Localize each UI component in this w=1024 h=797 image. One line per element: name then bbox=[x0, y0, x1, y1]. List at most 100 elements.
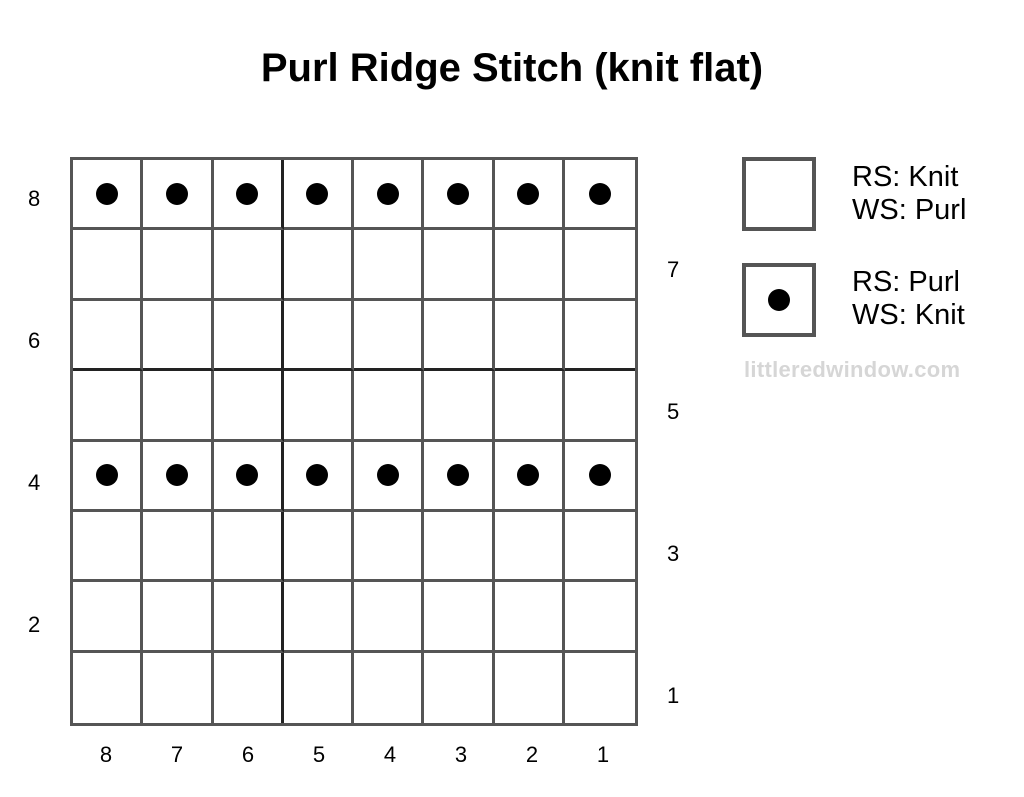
row-label-5: 5 bbox=[667, 399, 680, 424]
stitch-cell bbox=[424, 160, 495, 231]
row-label-7: 7 bbox=[667, 257, 680, 282]
stitch-cell bbox=[283, 371, 354, 442]
stitch-cell bbox=[494, 371, 565, 442]
stitch-cell bbox=[564, 230, 635, 301]
stitch-cell bbox=[494, 441, 565, 512]
stitch-cell bbox=[354, 511, 425, 583]
purl-dot-icon bbox=[446, 182, 469, 205]
stitch-cell bbox=[213, 441, 284, 512]
stitch-cell bbox=[143, 371, 214, 442]
chart-title: Purl Ridge Stitch (knit flat) bbox=[260, 46, 764, 90]
stitch-chart-grid bbox=[70, 157, 638, 726]
stitch-cell bbox=[213, 230, 284, 301]
legend-purl-ws: WS: Knit bbox=[852, 299, 965, 331]
column-label-5: 5 bbox=[312, 742, 326, 767]
stitch-cell bbox=[284, 652, 354, 723]
purl-dot-icon bbox=[95, 464, 118, 487]
legend-knit-text: RS: Knit WS: Purl bbox=[852, 161, 966, 227]
stitch-cell bbox=[283, 511, 354, 583]
stitch-cell bbox=[494, 230, 565, 301]
column-label-1: 1 bbox=[596, 742, 610, 767]
stitch-cell bbox=[73, 371, 144, 442]
row-label-3: 3 bbox=[667, 541, 680, 566]
legend-knit-symbol bbox=[742, 157, 816, 231]
stitch-cell bbox=[73, 300, 144, 372]
purl-dot-icon bbox=[446, 464, 469, 487]
stitch-cell bbox=[564, 512, 635, 583]
stitch-cell bbox=[213, 160, 284, 231]
stitch-cell bbox=[354, 441, 425, 512]
stitch-cell bbox=[73, 582, 144, 653]
stitch-cell bbox=[354, 230, 425, 301]
stitch-cell bbox=[494, 582, 565, 653]
stitch-cell bbox=[213, 582, 284, 653]
stitch-cell bbox=[283, 582, 354, 653]
column-label-4: 4 bbox=[383, 742, 397, 767]
purl-dot-icon bbox=[588, 182, 611, 205]
stitch-cell bbox=[424, 300, 495, 372]
column-label-2: 2 bbox=[525, 742, 539, 767]
stitch-cell bbox=[564, 442, 635, 512]
purl-dot-icon bbox=[165, 182, 188, 205]
column-label-7: 7 bbox=[170, 742, 184, 767]
column-label-6: 6 bbox=[241, 742, 255, 767]
stitch-cell bbox=[143, 652, 214, 723]
stitch-cell bbox=[143, 582, 214, 653]
stitch-cell bbox=[354, 582, 425, 653]
purl-dot-icon bbox=[306, 182, 329, 205]
row-label-2: 2 bbox=[28, 612, 41, 637]
stitch-cell bbox=[283, 300, 354, 372]
purl-dot-icon bbox=[376, 464, 399, 487]
stitch-cell bbox=[564, 301, 635, 372]
stitch-cell bbox=[424, 582, 495, 653]
row-label-4: 4 bbox=[28, 470, 41, 495]
purl-dot-icon bbox=[768, 289, 790, 311]
stitch-cell bbox=[424, 441, 495, 512]
row-label-8: 8 bbox=[28, 186, 41, 211]
stitch-cell bbox=[214, 652, 284, 723]
stitch-cell bbox=[213, 371, 284, 442]
purl-dot-icon bbox=[95, 182, 118, 205]
stitch-cell bbox=[143, 230, 214, 301]
legend-knit-ws: WS: Purl bbox=[852, 194, 967, 226]
stitch-cell bbox=[283, 160, 354, 231]
purl-dot-icon bbox=[588, 464, 611, 487]
stitch-cell bbox=[564, 160, 635, 231]
stitch-cell bbox=[73, 160, 144, 231]
stitch-cell bbox=[424, 652, 495, 723]
stitch-cell bbox=[143, 511, 214, 583]
stitch-cell bbox=[424, 230, 495, 301]
row-label-1: 1 bbox=[667, 683, 680, 708]
column-label-3: 3 bbox=[454, 742, 468, 767]
stitch-cell bbox=[494, 160, 565, 231]
purl-dot-icon bbox=[165, 464, 188, 487]
stitch-cell bbox=[354, 300, 425, 372]
stitch-cell bbox=[283, 441, 354, 512]
legend-purl-symbol bbox=[742, 263, 816, 337]
purl-dot-icon bbox=[517, 182, 540, 205]
stitch-cell bbox=[424, 371, 495, 442]
purl-dot-icon bbox=[236, 464, 259, 487]
stitch-cell bbox=[143, 441, 214, 512]
stitch-cell bbox=[213, 511, 284, 583]
purl-dot-icon bbox=[376, 182, 399, 205]
stitch-cell bbox=[283, 230, 354, 301]
legend-purl-text: RS: Purl WS: Knit bbox=[852, 266, 965, 332]
stitch-cell bbox=[213, 300, 284, 372]
legend-knit-rs: RS: Knit bbox=[852, 161, 959, 193]
purl-dot-icon bbox=[236, 182, 259, 205]
stitch-cell bbox=[143, 300, 214, 372]
stitch-cell bbox=[564, 582, 635, 653]
column-label-8: 8 bbox=[99, 742, 113, 767]
stitch-cell bbox=[564, 371, 635, 442]
stitch-cell bbox=[494, 300, 565, 372]
stitch-cell bbox=[143, 160, 214, 231]
legend-purl-rs: RS: Purl bbox=[852, 266, 960, 298]
stitch-cell bbox=[354, 371, 425, 442]
stitch-cell bbox=[495, 652, 565, 723]
stitch-cell bbox=[354, 652, 425, 723]
stitch-cell bbox=[354, 160, 425, 231]
purl-dot-icon bbox=[517, 464, 540, 487]
watermark: littleredwindow.com bbox=[744, 357, 961, 382]
stitch-cell bbox=[73, 441, 144, 512]
